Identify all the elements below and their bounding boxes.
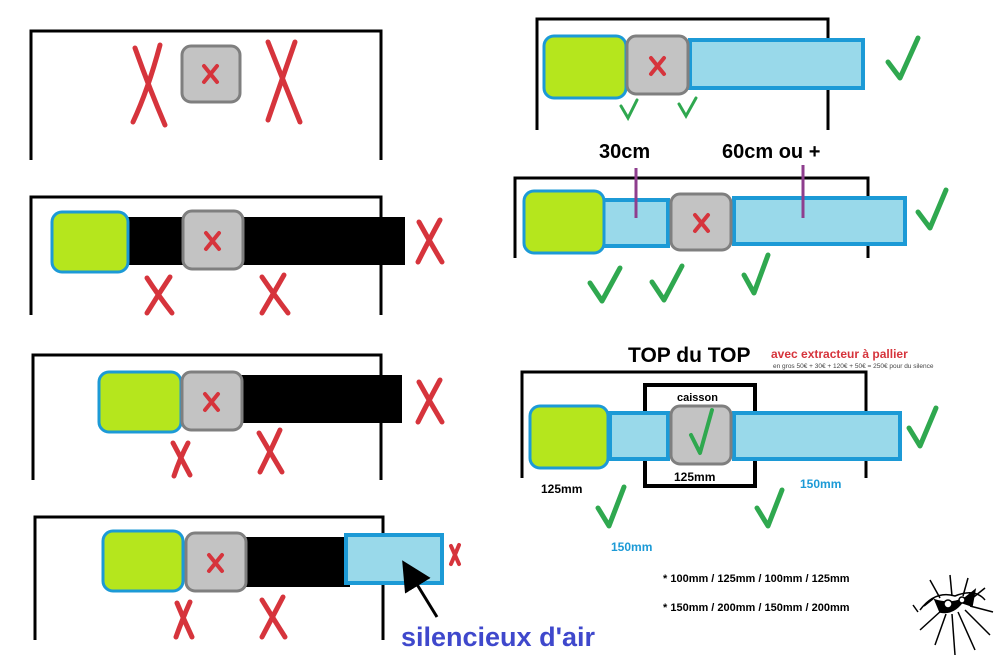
blue-duct-long — [732, 411, 902, 461]
cross-icon — [415, 377, 445, 425]
label-30cm: 30cm — [599, 141, 650, 163]
check-icon — [754, 487, 785, 529]
top-subtitle: avec extracteur à pallier — [771, 347, 908, 361]
cross-icon — [259, 272, 291, 316]
cross-icon — [173, 599, 195, 640]
fan-check-icon — [689, 408, 714, 455]
blue-duct-short — [608, 411, 670, 461]
fan-cross-icon — [693, 213, 710, 233]
cross-icon — [170, 440, 193, 479]
cross-icon — [415, 217, 445, 265]
enclosure-outline — [29, 29, 383, 160]
fan-cross-icon — [649, 56, 666, 76]
panel-short-blue-duct — [535, 17, 921, 130]
green-box — [97, 370, 183, 434]
blue-duct — [688, 38, 865, 90]
green-box — [522, 189, 606, 255]
check-icon — [741, 252, 771, 296]
check-icon — [885, 35, 921, 81]
diameter-125-center: 125mm — [674, 470, 715, 484]
blue-duct-long — [732, 196, 907, 246]
top-title: TOP du TOP — [628, 344, 751, 367]
panel-black-duct-long — [29, 195, 445, 316]
label-60cm: 60cm ou + — [722, 141, 820, 163]
cross-icon — [256, 427, 285, 475]
fan-box — [669, 404, 733, 466]
green-box — [542, 34, 628, 100]
green-box — [101, 529, 185, 593]
fan-cross-icon — [203, 392, 220, 412]
green-box — [528, 404, 610, 470]
cross-icon — [259, 594, 288, 640]
black-duct — [238, 537, 350, 587]
silencer-duct — [344, 533, 444, 585]
cat-logo — [912, 574, 994, 656]
silencer-arrow — [402, 560, 439, 618]
diameter-125-left: 125mm — [541, 482, 582, 496]
small-check-icon — [677, 96, 698, 120]
small-cross-icon — [449, 543, 461, 566]
fan-cross-icon — [202, 64, 219, 84]
check-icon — [587, 265, 623, 304]
diameter-150-bottom: 150mm — [611, 540, 652, 554]
black-duct — [125, 217, 405, 265]
fan-cross-icon — [207, 553, 224, 573]
caisson-label: caisson — [677, 392, 718, 404]
check-icon — [595, 484, 627, 529]
top-note: en gros 50€ + 30€ + 120€ + 50€ = 250€ po… — [773, 363, 934, 370]
fan-cross-icon — [204, 231, 221, 251]
green-box — [50, 210, 130, 274]
panel-no-duct — [29, 29, 383, 160]
small-check-icon — [619, 98, 639, 122]
silencer-label: silencieux d'air — [401, 622, 596, 652]
sizes-line-1: * 100mm / 125mm / 100mm / 125mm — [663, 573, 850, 585]
check-icon — [915, 187, 949, 231]
cross-icon — [144, 274, 175, 316]
check-icon — [649, 263, 685, 303]
cross-icon — [265, 39, 303, 125]
cross-icon — [130, 42, 168, 128]
check-icon — [906, 405, 939, 449]
panel-with-silencer — [33, 515, 461, 640]
panel-black-duct-short — [31, 353, 445, 480]
sizes-line-2: * 150mm / 200mm / 150mm / 200mm — [663, 602, 850, 614]
panel-top-du-top — [520, 370, 939, 529]
diameter-150-right: 150mm — [800, 477, 841, 491]
black-duct — [238, 375, 402, 423]
panel-fan-middle — [513, 165, 949, 304]
